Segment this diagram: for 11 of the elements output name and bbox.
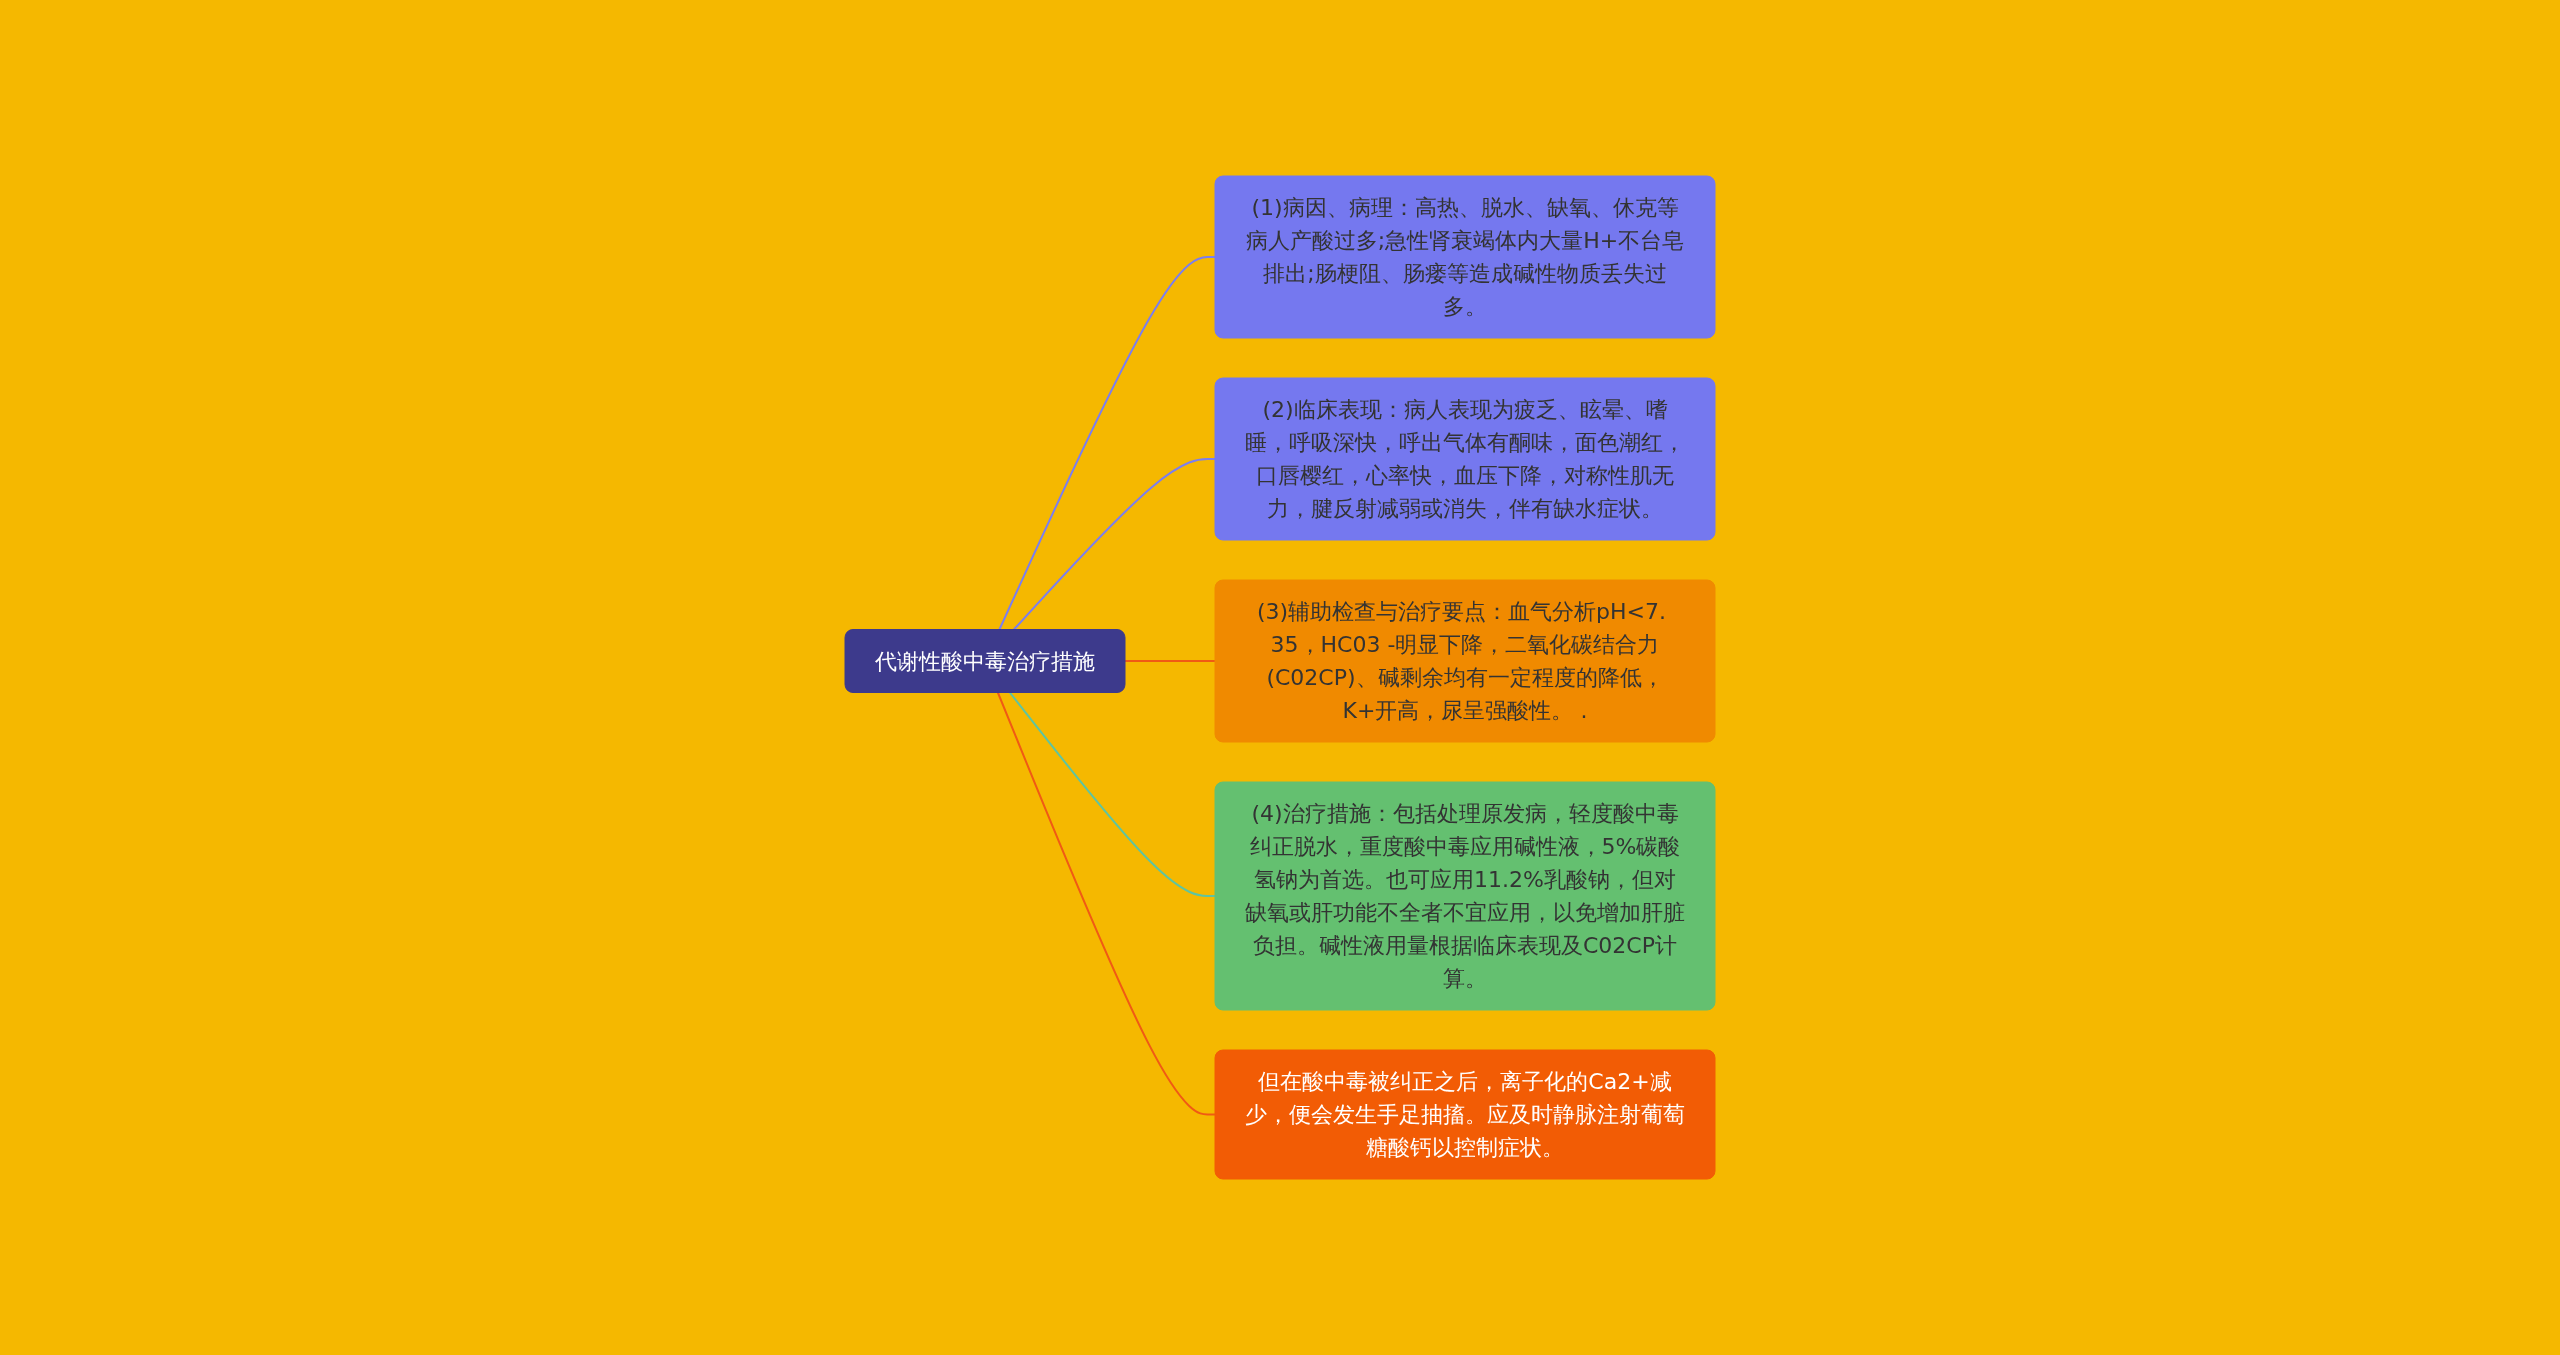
connector <box>1012 458 1216 631</box>
node-box: 代谢性酸中毒治疗措施 <box>844 629 1126 693</box>
node-box: 但在酸中毒被纠正之后，离子化的Ca2+减少，便会发生手足抽搐。应及时静脉注射葡萄糖酸钙以控制症状。 <box>1214 1049 1716 1180</box>
connector <box>1008 691 1216 897</box>
node-box: (3)辅助检查与治疗要点：血气分析pH<7. 35，HC03 -明显下降，二氧化碳结合力(C02CP)、碱剩余均有一定程度的降低，K+开高，尿呈强酸性。 . <box>1214 579 1716 743</box>
node-box: (4)治疗措施：包括处理原发病，轻度酸中毒纠正脱水，重度酸中毒应用碱性液，5%碳酸氢钠为首选。也可应用11.2%乳酸钠，但对缺氧或肝功能不全者不宜应用，以免增加肝脏负担。碱性液用量根据临床表现及C02CP计算。 <box>1214 781 1716 1011</box>
connector <box>996 691 1216 1116</box>
connector <box>998 256 1216 631</box>
node-box: (1)病因、病理：高热、脱水、缺氧、休克等病人产酸过多;急性肾衰竭体内大量H+不台皂排出;肠梗阻、肠瘘等造成碱性物质丢失过多。 <box>1214 175 1716 339</box>
connector <box>1124 660 1216 662</box>
node-box: (2)临床表现：病人表现为疲乏、眩晕、嗜睡，呼吸深快，呼出气体有酮味，面色潮红，口唇樱红，心率快，血压下降，对称性肌无力，腱反射减弱或消失，伴有缺水症状。 <box>1214 377 1716 541</box>
